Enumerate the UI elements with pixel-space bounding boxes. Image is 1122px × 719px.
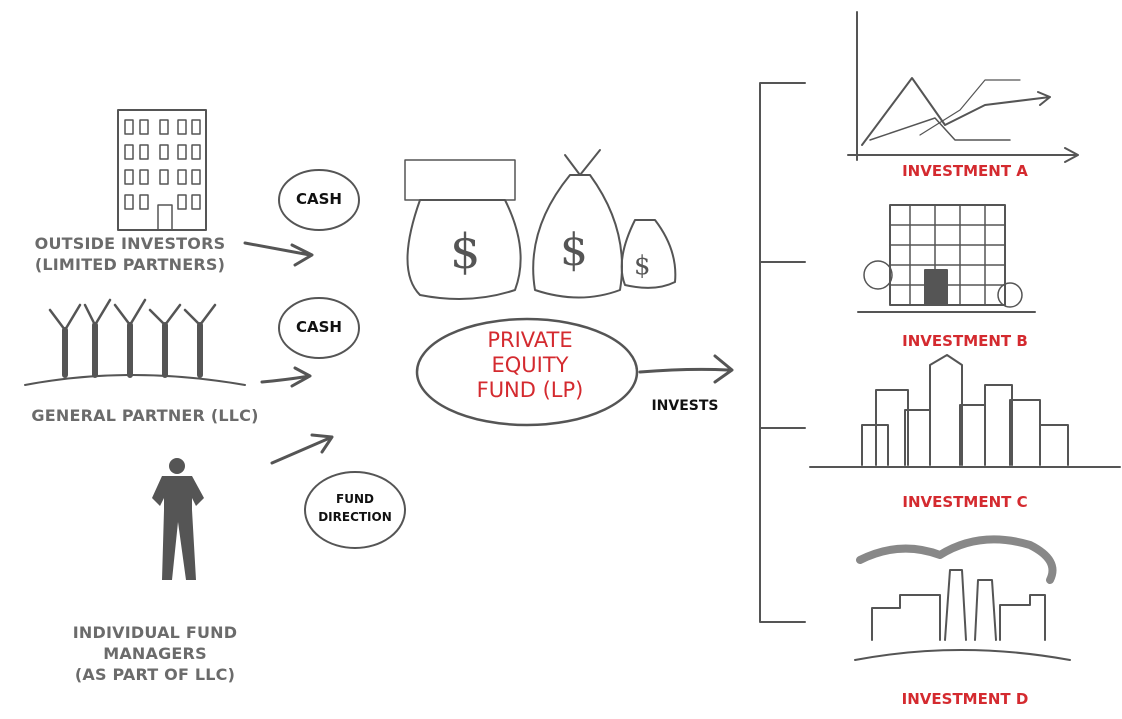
line-chart-icon (847, 11, 1079, 163)
investment-a-label: INVESTMENT A (902, 162, 1028, 180)
investment-c-label: INVESTMENT C (902, 493, 1028, 511)
cheering-people-icon (24, 298, 246, 386)
outside-investors-label: OUTSIDE INVESTORS (LIMITED PARTNERS) (34, 234, 226, 274)
arrow-investors (243, 241, 314, 267)
svg-text:$: $ (450, 224, 481, 280)
cash-label-1: CASH (296, 190, 342, 208)
office-building-icon (857, 204, 1036, 313)
private-equity-fund-label: PRIVATE EQUITY FUND (LP) (476, 328, 584, 402)
factory-icon (854, 535, 1071, 661)
arrow-gp (260, 366, 312, 388)
svg-text:$: $ (560, 225, 588, 276)
cash-bubble-2 (278, 297, 360, 359)
svg-text:$: $ (634, 251, 651, 281)
invests-label: INVESTS (651, 398, 719, 414)
fund-direction-bubble (304, 471, 406, 549)
cash-bubble-1 (278, 169, 360, 231)
fund-ellipse (415, 317, 639, 427)
invests-arrow (638, 354, 734, 384)
investment-bracket (759, 82, 806, 623)
fund-managers-label: INDIVIDUAL FUND MANAGERS (AS PART OF LLC… (72, 623, 238, 684)
fund-manager-silhouette-icon (152, 458, 204, 580)
investment-d-label: INVESTMENT D (901, 690, 1029, 708)
fund-direction-label: FUND DIRECTION (318, 492, 392, 524)
city-skyline-icon (809, 354, 1121, 468)
cash-label-2: CASH (296, 318, 342, 336)
investment-b-label: INVESTMENT B (902, 332, 1028, 350)
arrow-managers (270, 433, 334, 465)
general-partner-label: GENERAL PARTNER (LLC) (31, 406, 259, 425)
money-bags-icon: $ $ $ (404, 149, 677, 300)
office-tower-icon (117, 109, 207, 231)
